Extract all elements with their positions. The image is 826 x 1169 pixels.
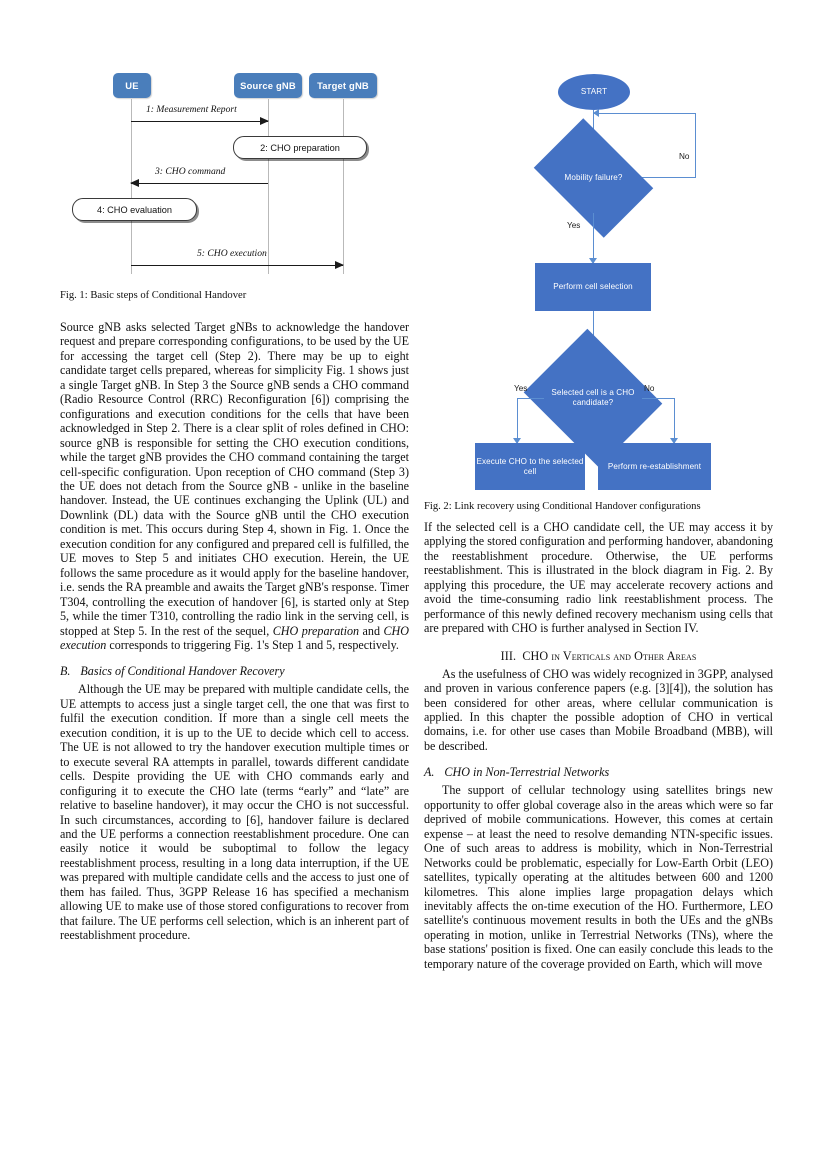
right-section-iii-title: CHO in Verticals and Other Areas bbox=[522, 648, 697, 663]
flow-node-execute-cho-label: Execute CHO to the selected cell bbox=[476, 456, 584, 476]
flow-edge-process1-to-decision2 bbox=[593, 311, 595, 353]
seq-message-1-arrowhead bbox=[260, 116, 269, 125]
seq-message-5-label: 5: CHO execution bbox=[197, 248, 267, 259]
left-paragraph-1-italic-1: CHO preparation bbox=[272, 623, 360, 638]
left-paragraph-1-tail: corresponds to triggering Fig. 1's Step … bbox=[106, 637, 399, 652]
lifeline-target-gnb bbox=[343, 99, 344, 274]
right-column: If the selected cell is a CHO candidate … bbox=[424, 520, 773, 971]
seq-actor-source-gnb: Source gNB bbox=[234, 73, 302, 98]
flow-node-decision-cho-candidate-label: Selected cell is a CHO candidate? bbox=[551, 388, 635, 407]
flow-edge-yes2-v bbox=[517, 398, 519, 443]
right-subsection-a-heading: A. CHO in Non-Terrestrial Networks bbox=[424, 765, 773, 780]
seq-activity-cho-preparation: 2: CHO preparation bbox=[233, 136, 367, 159]
flow-arrow-decision1-to-process1 bbox=[589, 258, 597, 264]
figure-1-sequence-diagram: UE Source gNB Target gNB 1: Measurement … bbox=[60, 62, 409, 287]
right-subsection-a-label: A. bbox=[424, 765, 435, 780]
lifeline-ue bbox=[131, 99, 132, 274]
seq-message-5-arrowhead bbox=[335, 260, 344, 269]
seq-message-3-arrowhead bbox=[130, 178, 139, 187]
seq-message-3-line bbox=[131, 183, 268, 184]
seq-actor-target-gnb: Target gNB bbox=[309, 73, 377, 98]
left-paragraph-1-conjunction: and bbox=[359, 623, 384, 638]
flow-node-start: START bbox=[558, 74, 630, 110]
flow-edge-no2-v bbox=[674, 398, 676, 443]
flow-edge-label-no-2: No bbox=[644, 384, 655, 393]
seq-activity-cho-evaluation-label: 4: CHO evaluation bbox=[96, 204, 173, 215]
seq-actor-ue: UE bbox=[113, 73, 151, 98]
flow-node-perform-reestablishment: Perform re-establishment bbox=[598, 443, 711, 490]
flow-edge-no2-h bbox=[642, 398, 675, 400]
left-paragraph-1-text: Source gNB asks selected Target gNBs to … bbox=[60, 320, 409, 638]
left-column: Source gNB asks selected Target gNBs to … bbox=[60, 320, 409, 943]
flow-edge-label-yes-2: Yes bbox=[514, 384, 528, 393]
right-paragraph-3: The support of cellular technology using… bbox=[424, 783, 773, 971]
left-paragraph-1: Source gNB asks selected Target gNBs to … bbox=[60, 320, 409, 652]
flow-node-perform-cell-selection: Perform cell selection bbox=[535, 263, 651, 311]
flow-node-decision-mobility-failure: Mobility failure? bbox=[533, 118, 654, 238]
seq-actor-target-gnb-label: Target gNB bbox=[317, 80, 369, 91]
flow-node-decision-cho-candidate: Selected cell is a CHO candidate? bbox=[523, 328, 663, 468]
flow-arrow-no-loop bbox=[593, 108, 599, 117]
flow-edge-no-loop-right bbox=[695, 113, 697, 178]
flow-arrow-yes2 bbox=[513, 438, 521, 444]
flow-node-execute-cho: Execute CHO to the selected cell bbox=[475, 443, 585, 490]
flow-edge-label-yes-1: Yes bbox=[567, 221, 581, 230]
left-paragraph-1-italic-2: CHO execution bbox=[60, 623, 410, 652]
left-subsection-b-title: Basics of Conditional Handover Recovery bbox=[80, 664, 285, 679]
flow-edge-label-no-1: No bbox=[679, 152, 690, 161]
figure-2-flowchart: START No Mobility failure? Yes Perform c… bbox=[424, 62, 773, 490]
flow-edge-decision1-to-process1 bbox=[593, 213, 595, 263]
seq-actor-ue-label: UE bbox=[125, 80, 139, 91]
flow-node-start-label: START bbox=[580, 87, 608, 96]
flow-node-perform-cell-selection-label: Perform cell selection bbox=[553, 282, 633, 291]
flow-edge-start-to-decision1 bbox=[593, 110, 595, 143]
seq-activity-cho-evaluation: 4: CHO evaluation bbox=[72, 198, 197, 221]
seq-activity-cho-preparation-label: 2: CHO preparation bbox=[260, 142, 340, 153]
right-section-iii-heading: III. CHO in Verticals and Other Areas bbox=[424, 649, 773, 664]
flow-arrow-no2 bbox=[670, 438, 678, 444]
right-subsection-a-title: CHO in Non-Terrestrial Networks bbox=[444, 765, 610, 780]
flow-node-decision-mobility-failure-label: Mobility failure? bbox=[564, 173, 623, 182]
flow-edge-no-loop-top bbox=[593, 113, 696, 115]
seq-message-1-label: 1: Measurement Report bbox=[146, 104, 237, 115]
figure-1-caption: Fig. 1: Basic steps of Conditional Hando… bbox=[60, 290, 247, 301]
seq-message-3-label: 3: CHO command bbox=[155, 166, 226, 177]
figure-2-caption: Fig. 2: Link recovery using Conditional … bbox=[424, 501, 701, 512]
seq-message-1-line bbox=[131, 121, 268, 122]
seq-message-5-line bbox=[131, 265, 343, 266]
flow-edge-no-loop-bottom bbox=[639, 177, 696, 179]
left-paragraph-2: Although the UE may be prepared with mul… bbox=[60, 682, 409, 943]
right-paragraph-2: As the usefulness of CHO was widely reco… bbox=[424, 666, 773, 753]
right-paragraph-1: If the selected cell is a CHO candidate … bbox=[424, 520, 773, 636]
left-subsection-b-label: B. bbox=[60, 664, 71, 679]
lifeline-source-gnb bbox=[268, 99, 269, 274]
left-subsection-b-heading: B. Basics of Conditional Handover Recover… bbox=[60, 664, 409, 679]
flow-edge-yes2-h bbox=[517, 398, 544, 400]
seq-actor-source-gnb-label: Source gNB bbox=[240, 80, 296, 91]
flow-node-perform-reestablishment-label: Perform re-establishment bbox=[607, 461, 702, 471]
right-section-iii-number: III. bbox=[500, 648, 517, 663]
